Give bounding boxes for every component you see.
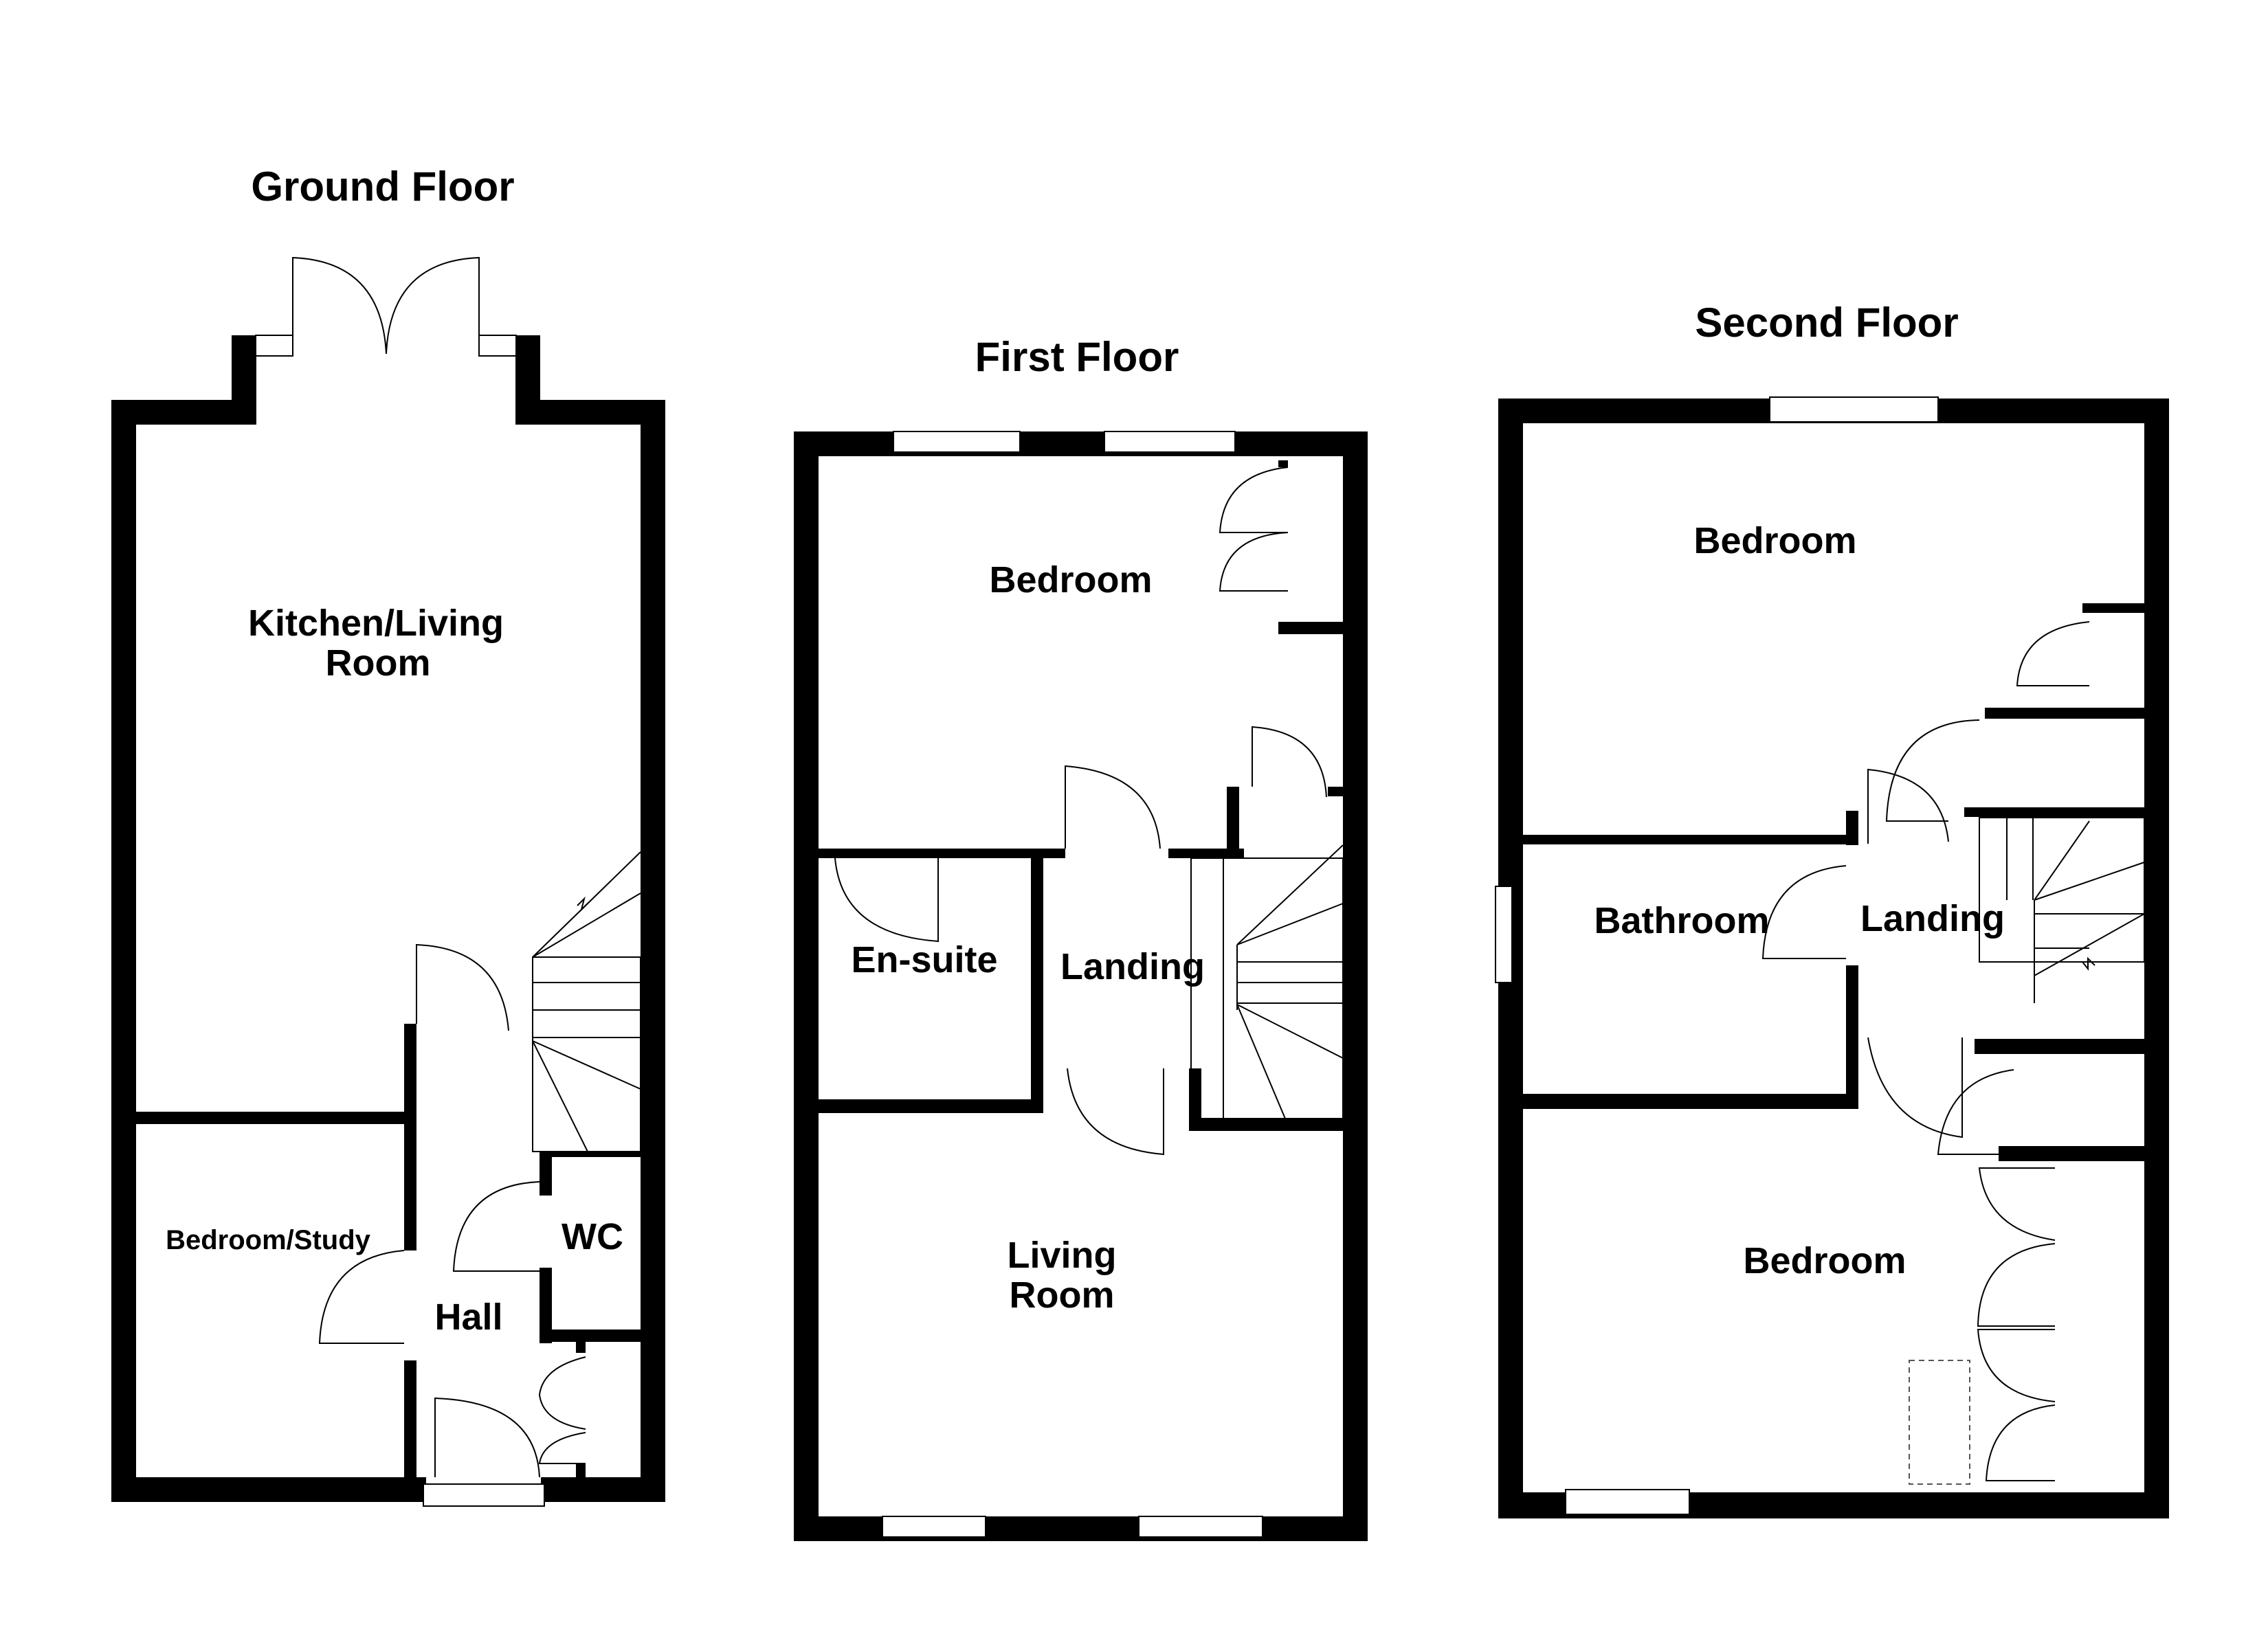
room-label-bedroom-bottom: Bedroom (1743, 1240, 1906, 1281)
front-door-icon (423, 1397, 545, 1507)
wardrobe-doors-icon (1219, 467, 1289, 592)
patio-doors-icon (255, 256, 517, 357)
living-room-door-icon (1067, 1068, 1164, 1156)
room-label-landing: Landing (1860, 898, 2005, 939)
staircase-icon (532, 851, 641, 1152)
ensuite-door-icon (834, 857, 939, 943)
ground-floor-title: Ground Floor (251, 164, 514, 210)
second-floor-windows-icon (1495, 396, 1939, 1515)
staircase-icon (1190, 844, 1344, 1119)
room-label-kitchen-living-line2: Room (326, 642, 431, 684)
room-label-bedroom-study: Bedroom/Study (166, 1225, 371, 1255)
storage-door-icon (1885, 719, 1980, 822)
loft-hatch-icon (1909, 1360, 1970, 1485)
ground-floor-plan: Ground Floor (111, 164, 665, 1507)
room-label-wc: WC (562, 1216, 623, 1257)
cupboard-door-icon (1252, 726, 1327, 798)
first-floor-plan: First Floor (794, 334, 1368, 1541)
bedroom-door-icon (1867, 768, 1949, 844)
room-label-living-room: Living (1008, 1235, 1117, 1276)
room-label-bedroom-top: Bedroom (1693, 520, 1856, 561)
study-door-icon (318, 1250, 405, 1344)
bedroom-door-icon (1065, 765, 1161, 849)
staircase-icon (1979, 817, 2145, 1003)
wardrobe-doors-icon (1977, 1167, 2056, 1481)
room-label-kitchen-living: Kitchen/Living (248, 603, 504, 644)
room-label-ensuite: En-suite (851, 939, 997, 980)
room-label-landing: Landing (1060, 946, 1205, 987)
second-floor-title: Second Floor (1695, 300, 1958, 346)
room-label-bedroom: Bedroom (989, 559, 1152, 601)
wc-door-icon (452, 1181, 540, 1272)
room-label-hall: Hall (434, 1297, 502, 1338)
cupboard-doors-icon (538, 1356, 586, 1464)
airing-cupboard-door-icon (1937, 1069, 2014, 1155)
kitchen-door-icon (416, 943, 509, 1031)
bathroom-door-icon (1761, 865, 1847, 959)
room-label-living-room-line2: Room (1010, 1275, 1115, 1316)
room-label-bathroom: Bathroom (1594, 900, 1770, 941)
first-floor-windows-icon (882, 431, 1263, 1538)
bedroom-door-2-icon (1867, 1037, 1963, 1138)
second-floor-plan: Second Floor (1495, 300, 2169, 1518)
ground-floor-walls (111, 335, 665, 1502)
first-floor-title: First Floor (975, 334, 1179, 380)
cupboard-door-icon (2016, 621, 2090, 686)
